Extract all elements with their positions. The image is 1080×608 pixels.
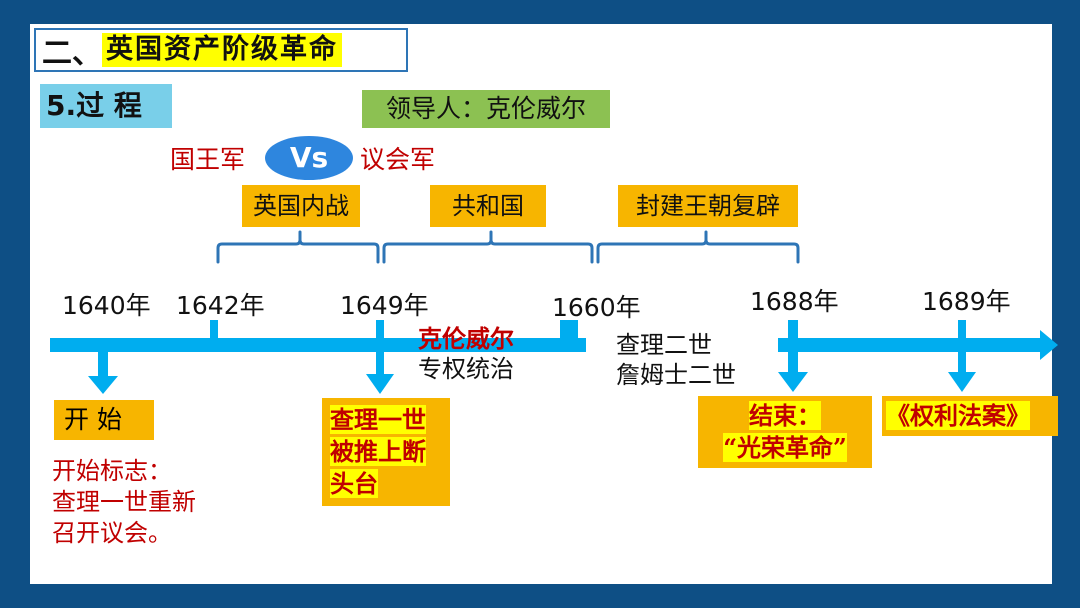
arrow-1649: [366, 374, 394, 394]
tick-1689: [958, 320, 966, 338]
start-note-line: 查理一世重新: [52, 488, 196, 516]
start-note-line: 召开议会。: [52, 519, 172, 547]
arrow-1689: [948, 372, 976, 392]
year-1688: 1688年: [750, 287, 839, 316]
year-1649: 1649年: [340, 291, 429, 320]
section-label: 5.过 程: [40, 84, 172, 128]
event-start-label: 开 始: [54, 400, 154, 440]
royalist-label: 国王军: [170, 145, 246, 174]
tick-1642: [210, 320, 218, 338]
year-1660: 1660年: [552, 293, 641, 322]
year-1689: 1689年: [922, 287, 1011, 316]
period-civil-war: 英国内战: [242, 185, 360, 227]
parliament-label: 议会军: [360, 145, 436, 174]
bracket-restoration: [596, 230, 800, 264]
timeline-axis-right: [778, 338, 1040, 352]
heading-box: 二、 英国资产阶级革命: [34, 28, 408, 72]
tick-1649: [376, 320, 384, 338]
event-execution-box: 查理一世 被推上断 头台: [322, 398, 450, 506]
heading-prefix: 二、: [42, 36, 102, 71]
timeline-arrowhead: [1040, 330, 1058, 360]
bracket-civil-war: [216, 230, 380, 264]
tick-1688: [788, 320, 798, 338]
event-cromwell: 克伦威尔 专权统治: [418, 324, 514, 384]
year-1640: 1640年: [62, 291, 151, 320]
start-note-line: 开始标志：: [52, 457, 172, 485]
leader-label: 领导人：克伦威尔: [362, 90, 610, 128]
arrow-1640: [88, 376, 118, 394]
event-restoration: 查理二世 詹姆士二世: [616, 330, 736, 390]
execution-line: 头台: [330, 469, 378, 498]
heading-title: 英国资产阶级革命: [102, 33, 342, 67]
execution-line: 查理一世: [330, 405, 426, 434]
restoration-line: 詹姆士二世: [616, 361, 736, 389]
period-restoration: 封建王朝复辟: [618, 185, 798, 227]
execution-line: 被推上断: [330, 437, 426, 466]
cromwell-name: 克伦威尔: [418, 324, 514, 353]
cromwell-rule: 专权统治: [418, 355, 514, 383]
vs-badge: Vs: [265, 136, 353, 180]
period-republic: 共和国: [430, 185, 546, 227]
restoration-line: 查理二世: [616, 331, 712, 359]
event-start-note: 开始标志： 查理一世重新 召开议会。: [52, 456, 196, 549]
bill-of-rights: 《权利法案》: [886, 401, 1030, 430]
bracket-republic: [382, 230, 594, 264]
timeline-axis-left: [50, 338, 586, 352]
end-line: 结束：: [749, 401, 821, 430]
tick-1660: [560, 320, 578, 338]
event-bill-box: 《权利法案》: [882, 396, 1058, 436]
event-end-box: 结束： “光荣革命”: [698, 396, 872, 468]
glorious-revolution: “光荣革命”: [723, 433, 847, 462]
year-1642: 1642年: [176, 291, 265, 320]
arrow-1688: [778, 372, 808, 392]
